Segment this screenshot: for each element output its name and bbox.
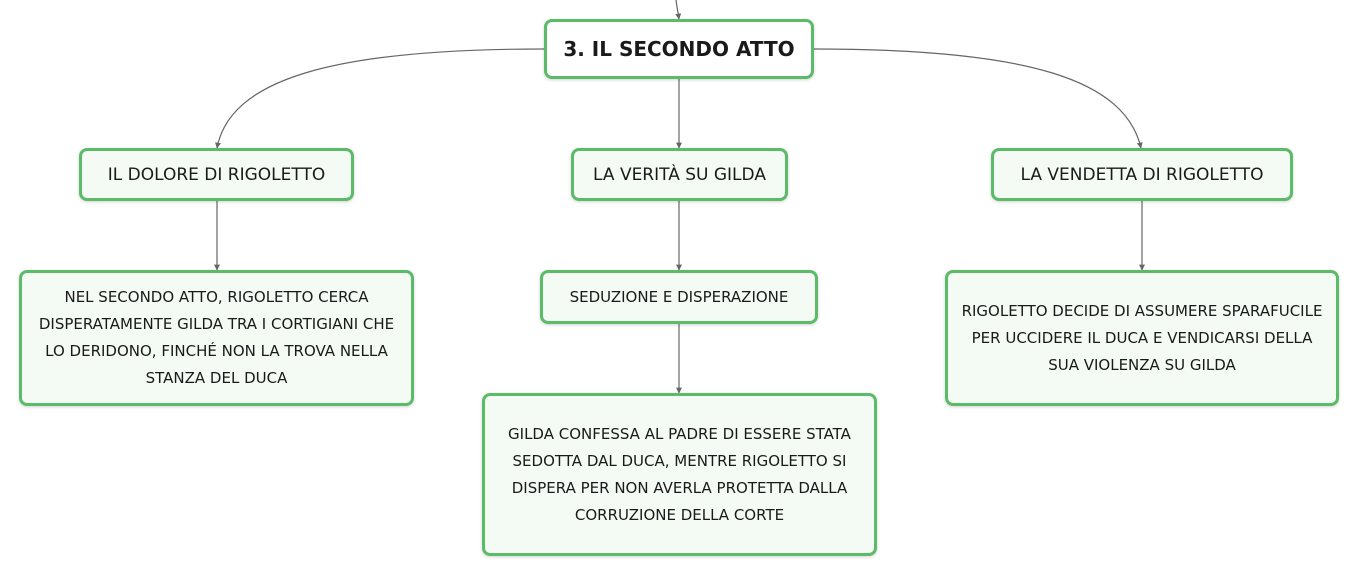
subtopic-label: SEDUZIONE E DISPERAZIONE [569,287,789,306]
connector-root-vendetta [813,48,1143,149]
topic-il-dolore-di-rigoletto[interactable]: IL DOLORE DI RIGOLETTO [79,148,354,201]
connector-root-dolore [215,48,545,149]
topic-label: LA VENDETTA DI RIGOLETTO [1020,164,1264,185]
root-topic-label: 3. IL SECONDO ATTO [563,37,795,61]
subtopic-rigoletto-cerca-gilda[interactable]: NEL SECONDO ATTO, RIGOLETTO CERCA DISPER… [19,270,414,406]
subtopic-label: RIGOLETTO DECIDE DI ASSUMERE SPARAFUCILE… [961,301,1323,374]
subtopic-rigoletto-decide-vendetta[interactable]: RIGOLETTO DECIDE DI ASSUMERE SPARAFUCILE… [945,270,1339,406]
subtopic-seduzione-e-disperazione[interactable]: SEDUZIONE E DISPERAZIONE [540,270,818,324]
topic-la-verita-su-gilda[interactable]: LA VERITÀ SU GILDA [571,148,788,201]
root-topic-node[interactable]: 3. IL SECONDO ATTO [544,19,814,79]
connector-from-parent [675,0,682,20]
subtopic-label: NEL SECONDO ATTO, RIGOLETTO CERCA DISPER… [38,288,395,387]
topic-la-vendetta-di-rigoletto[interactable]: LA VENDETTA DI RIGOLETTO [991,148,1293,201]
subtopic-gilda-confessa[interactable]: GILDA CONFESSA AL PADRE DI ESSERE STATA … [482,393,877,556]
topic-label: IL DOLORE DI RIGOLETTO [107,164,326,185]
subtopic-label: GILDA CONFESSA AL PADRE DI ESSERE STATA … [508,424,851,524]
topic-label: LA VERITÀ SU GILDA [593,164,766,185]
